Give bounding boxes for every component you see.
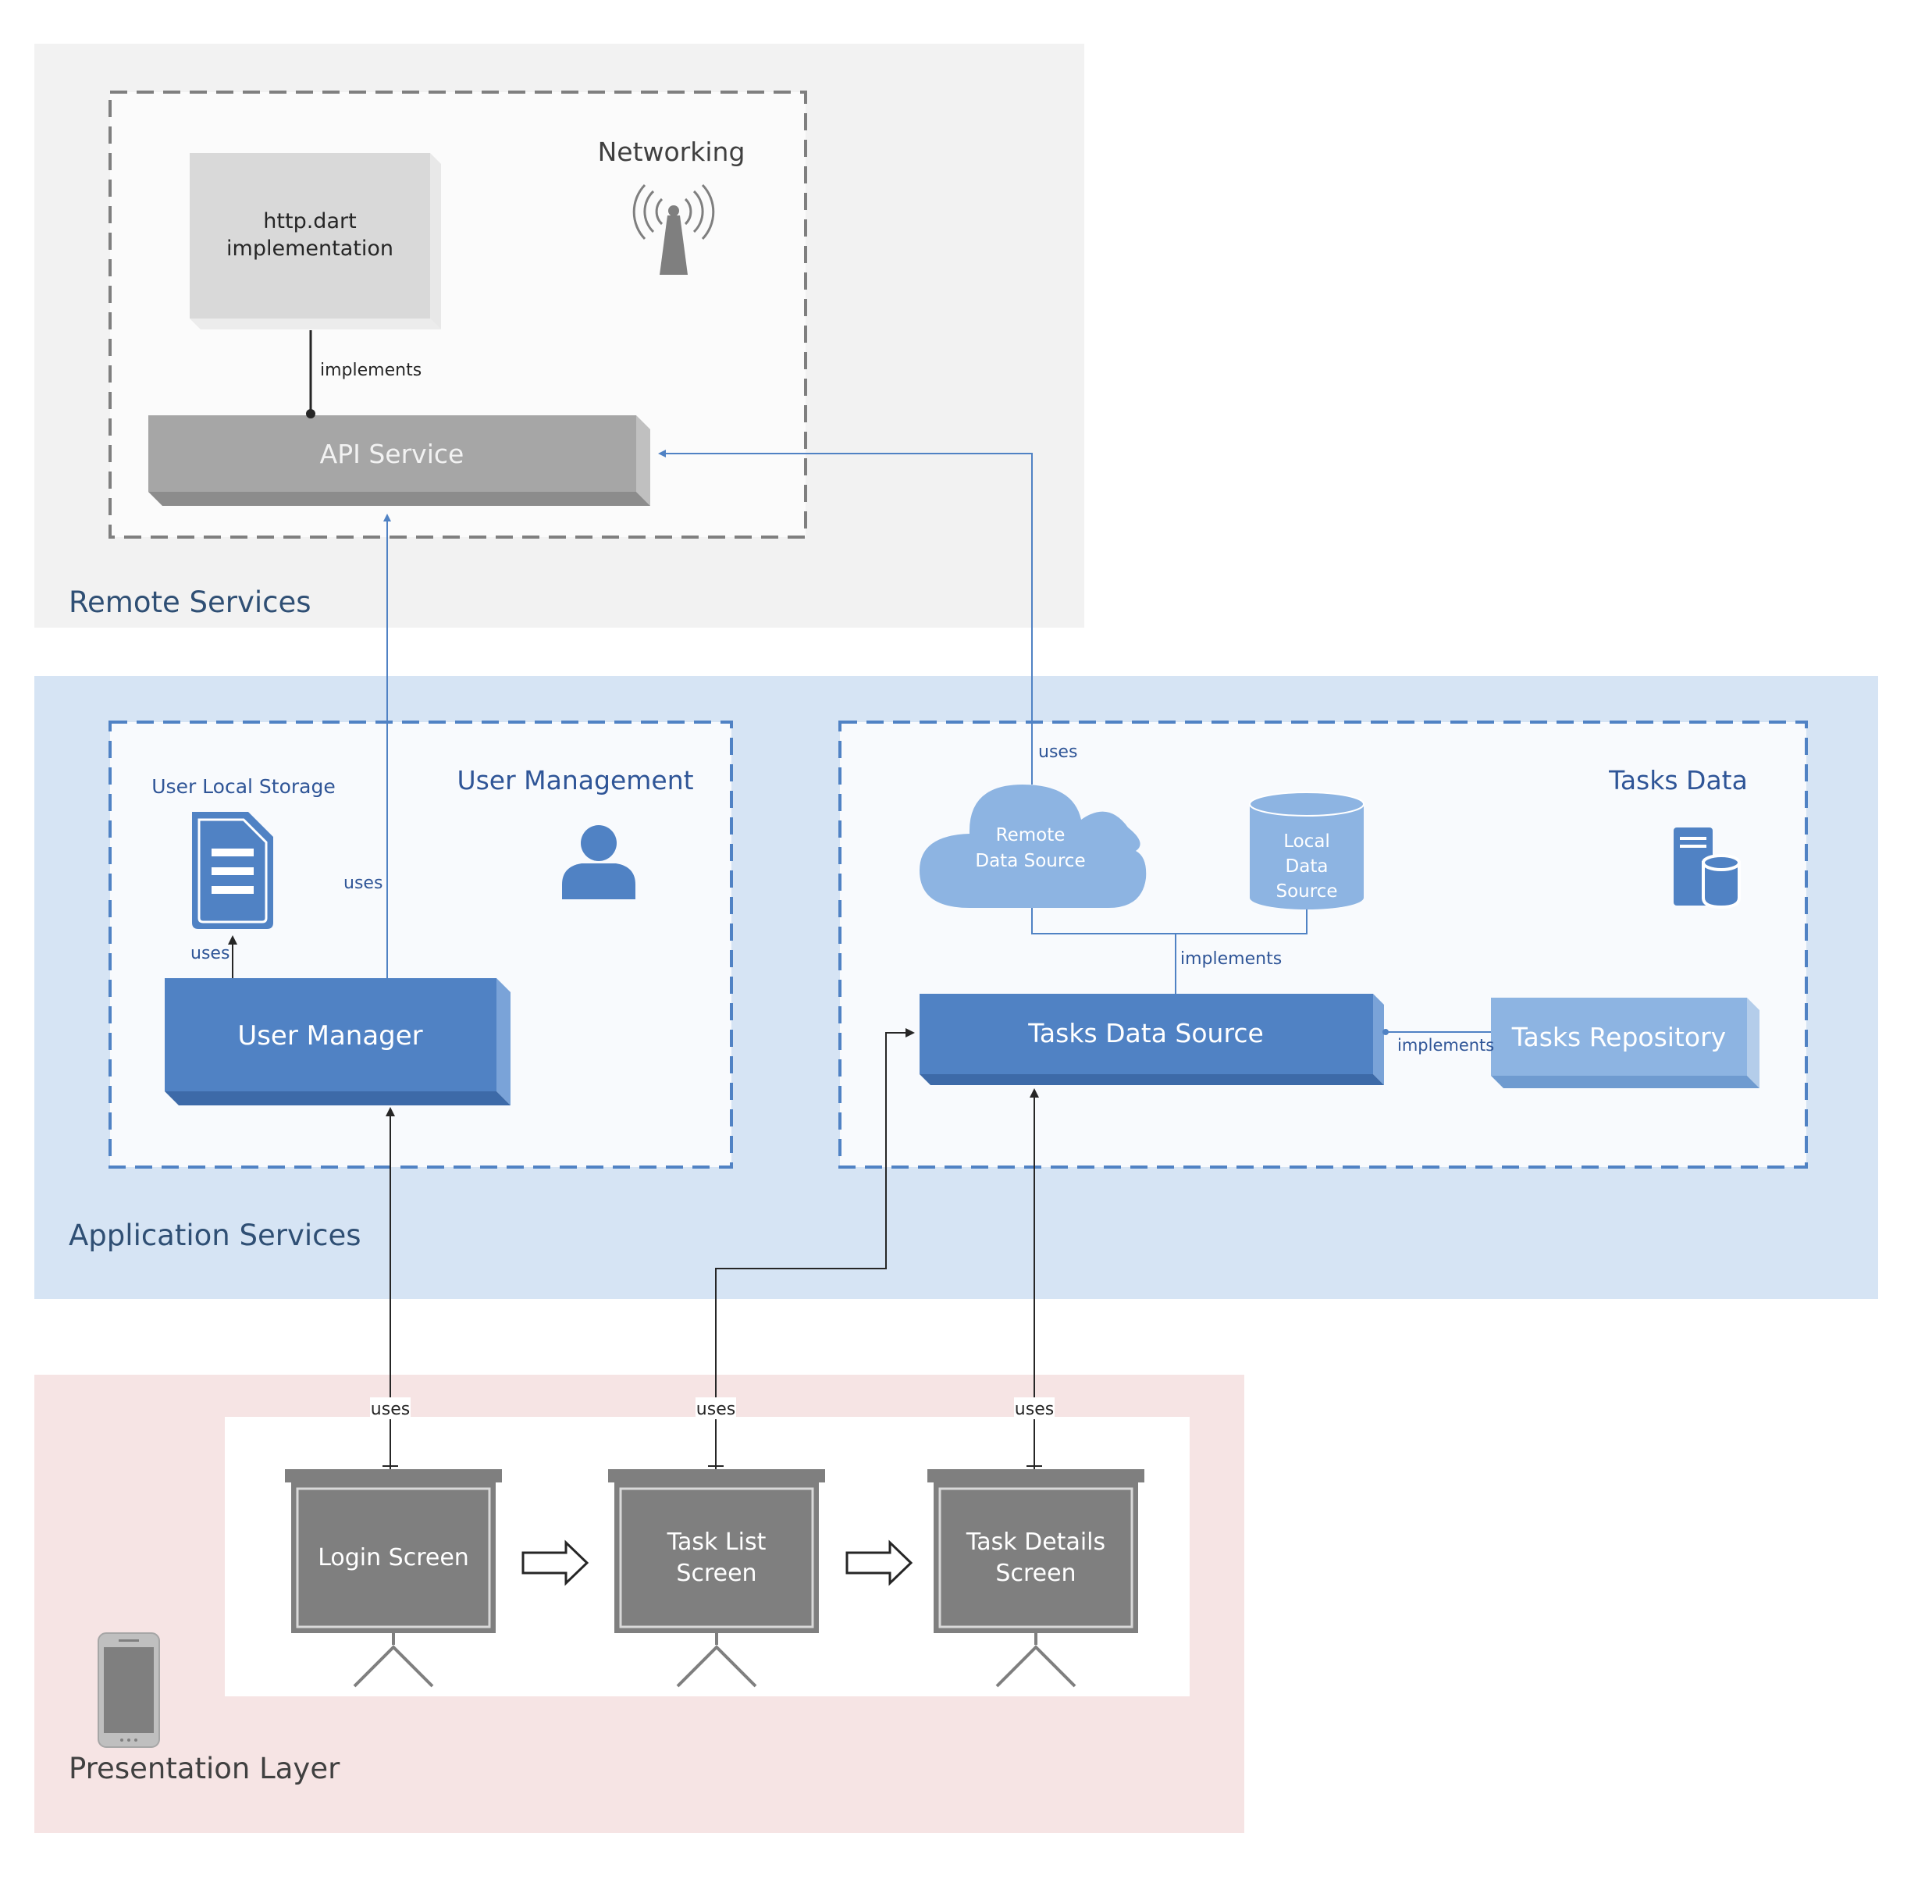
- login-uses-label: uses: [371, 1400, 410, 1419]
- tasks-data-title: Tasks Data: [1608, 765, 1748, 795]
- user-manager-label: User Manager: [237, 1020, 422, 1052]
- remote-services-label: Remote Services: [69, 585, 311, 619]
- sources-implement-connector: [1031, 908, 1308, 994]
- tasklist-uses-label: uses: [696, 1400, 735, 1419]
- login-to-tasklist-arrow: [521, 1539, 589, 1586]
- tasks-repository-node: Tasks Repository: [1491, 998, 1759, 1088]
- http-dart-label-2: implementation: [226, 237, 393, 261]
- api-service-label: API Service: [320, 439, 464, 469]
- rds-uses-api-connector: [658, 450, 1033, 785]
- user-local-storage-label: User Local Storage: [151, 775, 336, 798]
- remote-data-source-label-1: Remote: [996, 825, 1066, 845]
- antenna-icon: [632, 183, 715, 275]
- sources-implement-label: implements: [1180, 949, 1282, 969]
- task-details-screen-label-1: Task Details: [966, 1529, 1105, 1556]
- http-dart-node: http.dart implementation: [190, 153, 441, 329]
- presentation-layer-label: Presentation Layer: [69, 1752, 340, 1785]
- remote-data-source-node: Remote Data Source: [920, 785, 1147, 908]
- task-details-screen-node: Task Details Screen: [927, 1469, 1144, 1688]
- repo-implements-dot: [1382, 1029, 1389, 1035]
- taskdetails-uses-label: uses: [1015, 1400, 1054, 1419]
- rds-uses-api-label: uses: [1038, 742, 1077, 762]
- mobile-phone-icon: [98, 1632, 160, 1748]
- document-icon: [192, 812, 273, 929]
- server-database-icon: [1674, 827, 1741, 909]
- http-dart-label-1: http.dart: [263, 209, 356, 233]
- user-management-title: User Management: [457, 765, 693, 795]
- repo-implements-label: implements: [1397, 1036, 1494, 1055]
- local-data-source-label-3: Source: [1276, 881, 1338, 902]
- um-uses-api-label: uses: [343, 874, 382, 893]
- task-details-screen-label-2: Screen: [995, 1560, 1076, 1587]
- tasks-data-source-label: Tasks Data Source: [1027, 1018, 1264, 1048]
- local-data-source-node: Local Data Source: [1249, 792, 1364, 909]
- taskdetails-uses-label-bg: [1014, 1397, 1055, 1419]
- application-services-label: Application Services: [69, 1219, 361, 1252]
- tasklist-uses-label-bg: [696, 1397, 736, 1419]
- task-list-screen-label-2: Screen: [676, 1560, 756, 1587]
- task-list-screen-label-1: Task List: [667, 1529, 767, 1556]
- login-screen-label: Login Screen: [318, 1544, 469, 1571]
- user-manager-node: User Manager: [165, 978, 511, 1105]
- local-data-source-label-1: Local: [1283, 831, 1330, 852]
- login-uses-label-bg: [370, 1397, 411, 1419]
- task-list-screen-node: Task List Screen: [608, 1469, 825, 1688]
- login-screen-node: Login Screen: [285, 1469, 502, 1688]
- person-icon: [562, 825, 635, 899]
- http-implements-label: implements: [320, 361, 422, 380]
- local-data-source-label-2: Data: [1286, 856, 1329, 877]
- um-uses-storage-label: uses: [190, 944, 229, 963]
- api-service-node: API Service: [148, 415, 650, 506]
- http-implements-dot: [306, 409, 315, 418]
- remote-data-source-label-2: Data Source: [975, 851, 1085, 871]
- networking-title: Networking: [598, 137, 745, 167]
- tasks-data-source-node: Tasks Data Source: [920, 994, 1384, 1085]
- tasklist-uses-connector: [715, 1028, 915, 1469]
- tasks-repository-label: Tasks Repository: [1511, 1022, 1726, 1052]
- tasklist-to-taskdetails-arrow: [845, 1539, 913, 1586]
